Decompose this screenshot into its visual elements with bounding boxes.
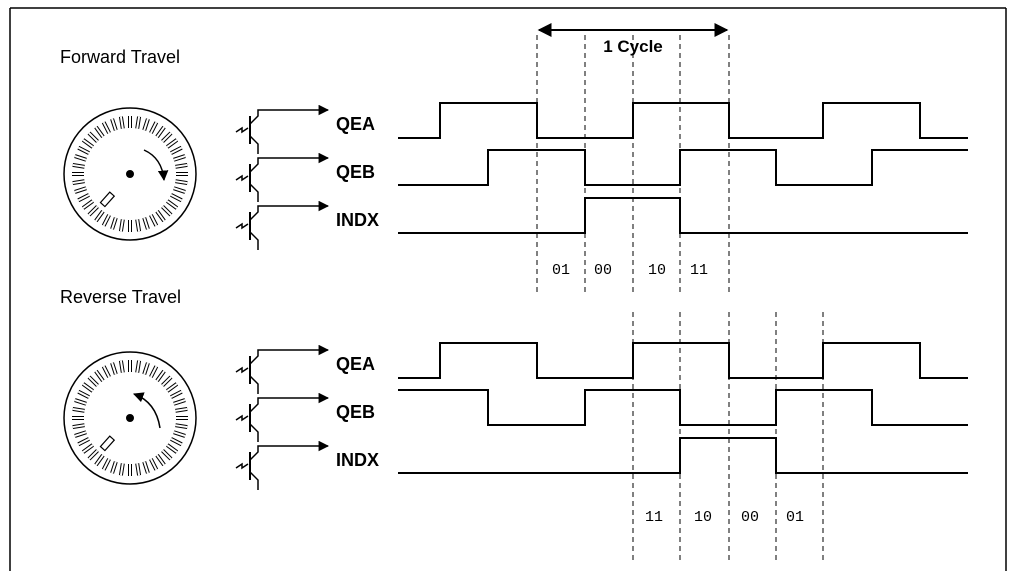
forward-state-label: 01 — [552, 262, 570, 279]
disc-hub — [126, 170, 134, 178]
phototransistor-icon — [235, 152, 330, 202]
reverse-qea-waveform — [398, 342, 968, 379]
reverse-state-label: 11 — [645, 509, 663, 526]
forward-indx-waveform — [398, 197, 968, 234]
forward-state-label: 10 — [648, 262, 666, 279]
forward-qeb-label: QEB — [336, 162, 375, 182]
forward-qeb-waveform — [398, 149, 968, 186]
light-arrow-icon — [235, 414, 249, 422]
light-arrow-icon — [235, 126, 249, 134]
light-arrow-icon — [235, 222, 249, 230]
phototransistor-icon — [235, 440, 330, 490]
light-arrow-icon — [235, 366, 249, 374]
disc-hub — [126, 414, 134, 422]
forward-encoder-disc-icon — [63, 107, 197, 241]
reverse-qeb-label: QEB — [336, 402, 375, 422]
forward-indx-label: INDX — [336, 210, 379, 230]
forward-state-label: 11 — [690, 262, 708, 279]
waveform-group — [398, 102, 968, 474]
forward-qea-label: QEA — [336, 114, 375, 134]
reverse-qeb-waveform — [398, 389, 968, 426]
light-arrow-icon — [235, 174, 249, 182]
reverse-state-label: 10 — [694, 509, 712, 526]
reverse-state-label: 00 — [741, 509, 759, 526]
phototransistor-icon — [235, 104, 330, 154]
reverse-qea-label: QEA — [336, 354, 375, 374]
sensor-group — [235, 104, 330, 490]
phototransistor-icon — [235, 200, 330, 250]
forward-state-label: 00 — [594, 262, 612, 279]
forward-qea-waveform — [398, 102, 968, 139]
phototransistor-icon — [235, 344, 330, 394]
reverse-indx-label: INDX — [336, 450, 379, 470]
reverse-state-label: 01 — [786, 509, 804, 526]
rotation-arrow-icon — [143, 149, 169, 182]
reverse-encoder-disc-icon — [63, 351, 197, 485]
dashed-guide-group — [536, 35, 824, 560]
index-slot — [99, 435, 116, 452]
index-slot — [99, 191, 116, 208]
reverse-indx-waveform — [398, 437, 968, 474]
rotation-arrow-icon — [133, 392, 161, 429]
reverse-travel-title: Reverse Travel — [60, 287, 181, 307]
light-arrow-icon — [235, 462, 249, 470]
phototransistor-icon — [235, 392, 330, 442]
forward-travel-title: Forward Travel — [60, 47, 180, 67]
